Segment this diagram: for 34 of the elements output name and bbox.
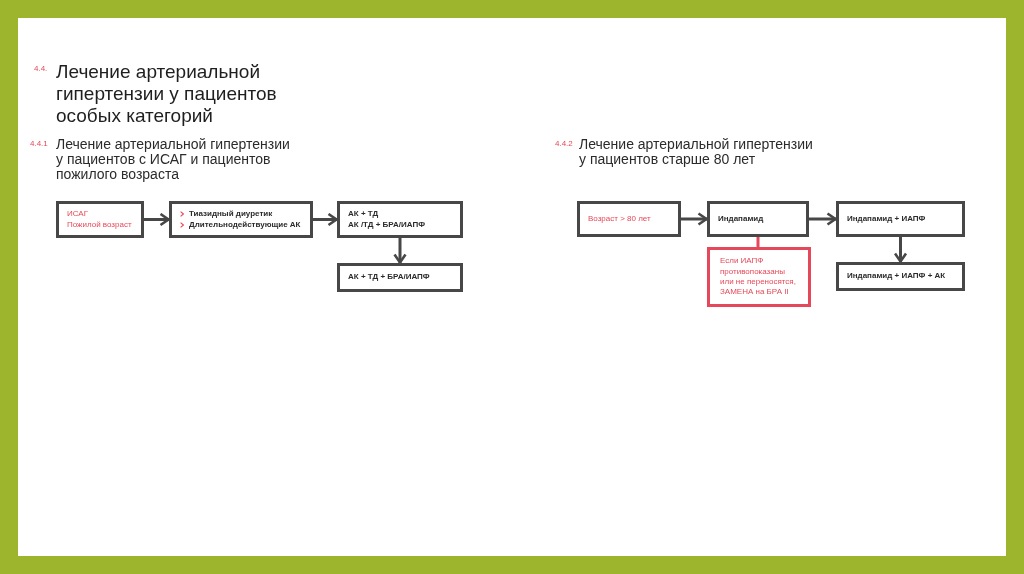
node-text: АК + ТД bbox=[348, 209, 380, 220]
node-text: Индапамид bbox=[718, 213, 765, 225]
section-heading: Лечение артериальной гипертензии у пациентов с ИСАГ и пациентов пожилого возраста bbox=[56, 137, 291, 182]
process-box bbox=[707, 201, 809, 237]
arrow bbox=[393, 238, 407, 264]
section-number: 4.4.2 bbox=[555, 139, 573, 148]
connector-line bbox=[756, 237, 760, 247]
process-box bbox=[56, 201, 144, 238]
node-text: Пожилой возраст bbox=[67, 219, 133, 230]
note-box bbox=[707, 247, 811, 307]
process-box bbox=[169, 201, 313, 238]
process-box bbox=[836, 201, 965, 237]
node-text: Если ИАПФ противопоказаны или не переносятся, ЗАМЕНА на БРА II bbox=[720, 256, 796, 298]
arrow bbox=[893, 237, 908, 263]
node-text: Тиазидный диуретик bbox=[189, 209, 273, 220]
process-box bbox=[337, 201, 463, 238]
process-box bbox=[577, 201, 681, 237]
arrow bbox=[144, 212, 170, 227]
node-text: ИСАГ bbox=[67, 209, 90, 220]
process-box bbox=[836, 262, 965, 291]
node-text: Индапамид + ИАПФ + АК bbox=[847, 271, 947, 282]
section-number: 4.4.1 bbox=[30, 139, 48, 148]
node-text: Индапамид + ИАПФ bbox=[847, 213, 927, 225]
node-text: АК + ТД + БРА/ИАПФ bbox=[348, 272, 431, 283]
arrow bbox=[809, 212, 837, 226]
process-box bbox=[337, 263, 463, 292]
arrow bbox=[313, 212, 338, 227]
section-heading: Лечение артериальной гипертензии у пациентов старше 80 лет bbox=[579, 137, 814, 167]
page-title: Лечение артериальной гипертензии у пациентов особых категорий bbox=[56, 61, 278, 127]
section-number: 4.4. bbox=[34, 64, 48, 73]
node-text: Возраст > 80 лет bbox=[588, 213, 652, 225]
arrow bbox=[681, 212, 708, 226]
node-text: АК /ТД + БРА/ИАПФ bbox=[348, 219, 426, 230]
node-text: Длительнодействующие АК bbox=[189, 219, 301, 230]
